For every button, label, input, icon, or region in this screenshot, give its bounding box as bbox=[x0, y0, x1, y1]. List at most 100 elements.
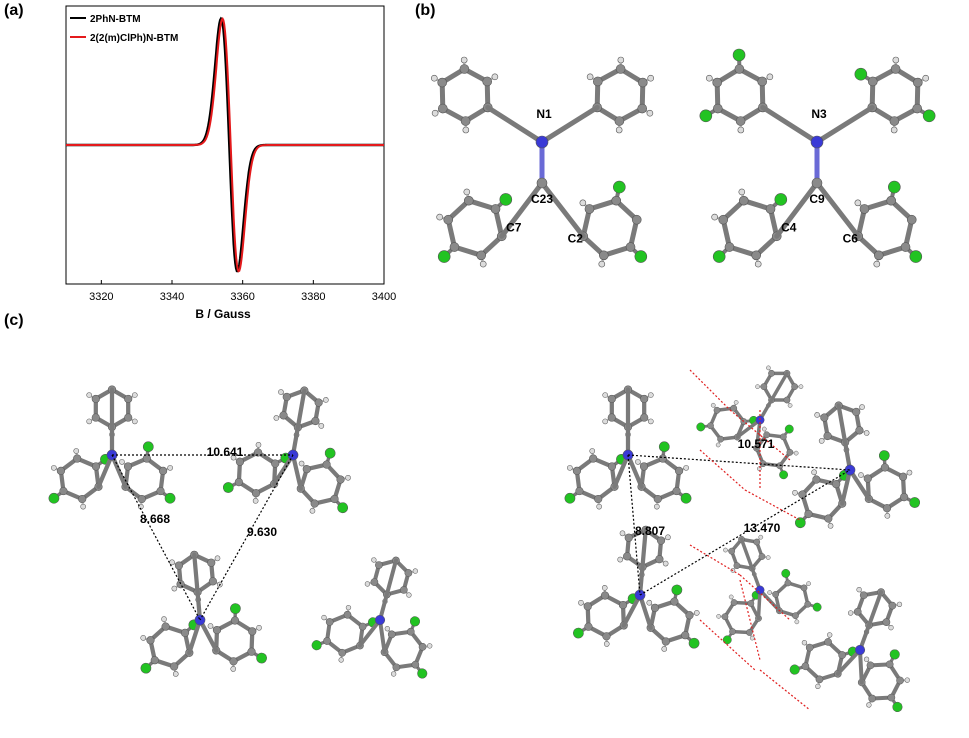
carbon-atom bbox=[880, 463, 889, 472]
carbon-atom bbox=[73, 454, 82, 463]
carbon-atom bbox=[325, 618, 334, 626]
hydrogen-atom bbox=[161, 616, 167, 622]
hydrogen-atom bbox=[384, 626, 390, 632]
hydrogen-atom bbox=[738, 188, 746, 196]
hydrogen-atom bbox=[922, 74, 930, 82]
hydrogen-atom bbox=[827, 523, 834, 529]
hydrogen-atom bbox=[132, 418, 138, 425]
chlorine-atom bbox=[922, 109, 936, 123]
molecule-fragment bbox=[140, 550, 267, 677]
carbon-atom bbox=[888, 601, 897, 610]
hydrogen-atom bbox=[723, 547, 728, 553]
hydrogen-atom bbox=[321, 614, 327, 621]
hydrogen-atom bbox=[171, 585, 178, 592]
carbon-atom bbox=[336, 475, 345, 484]
carbon-atom bbox=[681, 631, 690, 640]
carbon-atom bbox=[59, 487, 68, 496]
carbon-atom bbox=[713, 406, 721, 414]
distance-label: 8.807 bbox=[635, 524, 665, 538]
hydrogen-atom bbox=[589, 448, 596, 454]
chlorine-atom bbox=[658, 441, 670, 453]
hydrogen-atom bbox=[140, 635, 147, 641]
carbon-atom bbox=[404, 569, 413, 577]
atom-label-ring-c: C2 bbox=[568, 231, 584, 245]
hydrogen-atom bbox=[214, 555, 221, 562]
hydrogen-atom bbox=[567, 465, 573, 471]
carbon-atom bbox=[729, 628, 736, 635]
carbon-atom bbox=[330, 494, 339, 504]
chlorine-atom bbox=[892, 701, 903, 713]
carbon-atom bbox=[653, 494, 662, 504]
hydrogen-atom bbox=[596, 503, 602, 510]
carbon-atom bbox=[392, 663, 401, 672]
chlorine-atom bbox=[784, 424, 794, 434]
chlorine-atom bbox=[688, 637, 700, 649]
hydrogen-atom bbox=[298, 460, 305, 467]
chlorine-atom bbox=[256, 652, 267, 664]
hydrogen-atom bbox=[749, 635, 755, 641]
carbon-atom bbox=[912, 103, 923, 114]
hydrogen-atom bbox=[693, 610, 700, 616]
hydrogen-atom bbox=[767, 590, 772, 595]
chlorine-atom bbox=[680, 492, 692, 504]
hydrogen-atom bbox=[252, 498, 259, 504]
hydrogen-atom bbox=[648, 392, 654, 398]
hydrogen-atom bbox=[716, 614, 721, 619]
hydrogen-atom bbox=[431, 109, 439, 117]
hydrogen-atom bbox=[761, 426, 767, 432]
carbon-atom bbox=[230, 616, 240, 625]
carbon-atom bbox=[208, 577, 217, 586]
hydrogen-atom bbox=[132, 392, 138, 398]
carbon-atom bbox=[791, 383, 799, 391]
carbon-atom bbox=[443, 214, 454, 225]
bond bbox=[187, 617, 203, 655]
carbon-atom bbox=[805, 643, 814, 652]
chlorine-atom bbox=[712, 250, 726, 263]
carbon-atom bbox=[234, 478, 243, 487]
carbon-atom bbox=[838, 651, 846, 659]
chlorine-atom bbox=[732, 48, 746, 62]
hydrogen-atom bbox=[256, 624, 262, 631]
nitrogen-atom bbox=[854, 644, 866, 656]
carbon-atom bbox=[437, 103, 448, 114]
bond bbox=[847, 467, 871, 502]
hydrogen-atom bbox=[892, 56, 900, 64]
carbon-atom bbox=[900, 242, 911, 252]
hydrogen-atom bbox=[309, 508, 316, 514]
carbon-atom bbox=[824, 638, 832, 646]
chlorine-atom bbox=[142, 441, 154, 453]
hydrogen-atom bbox=[728, 594, 734, 600]
chlorine-atom bbox=[417, 668, 428, 679]
panel-label-c: (c) bbox=[4, 312, 24, 329]
carbon-atom bbox=[282, 392, 291, 402]
hydrogen-atom bbox=[665, 534, 671, 541]
hydrogen-atom bbox=[371, 557, 377, 563]
hydrogen-atom bbox=[737, 126, 745, 134]
carbon-atom bbox=[753, 538, 761, 546]
carbon-atom bbox=[873, 250, 884, 261]
carbon-atom bbox=[387, 630, 396, 639]
x-tick-label: 3400 bbox=[372, 291, 396, 303]
hydrogen-atom bbox=[765, 555, 771, 560]
chlorine-atom bbox=[909, 250, 923, 263]
hydrogen-atom bbox=[406, 592, 412, 598]
molecule-fragment bbox=[564, 385, 692, 510]
short-contact-line bbox=[699, 619, 756, 671]
hydrogen-atom bbox=[662, 560, 669, 567]
hydrogen-atom bbox=[345, 474, 351, 481]
carbon-atom bbox=[896, 676, 904, 685]
series-lines bbox=[66, 16, 384, 273]
bond bbox=[781, 435, 792, 455]
x-tick-label: 3360 bbox=[230, 291, 254, 303]
carbon-atom bbox=[866, 661, 875, 670]
molecule-fragment bbox=[573, 525, 700, 652]
carbon-atom bbox=[476, 250, 487, 261]
hydrogen-atom bbox=[792, 489, 798, 496]
carbon-atom bbox=[624, 533, 633, 542]
